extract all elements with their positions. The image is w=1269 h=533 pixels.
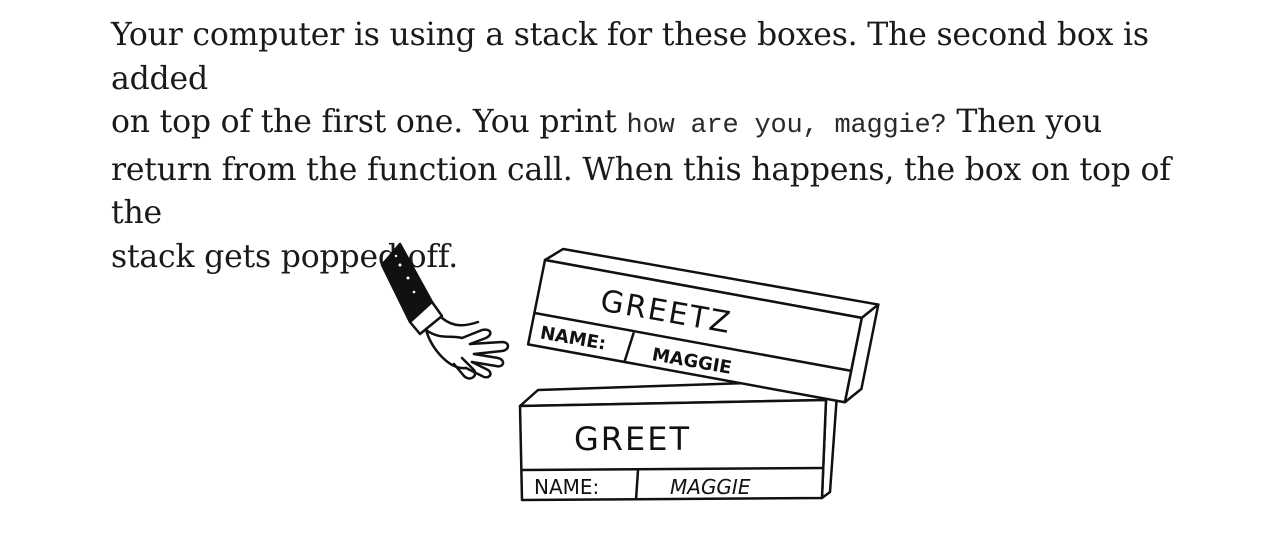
bottom-box-field-label: NAME: bbox=[534, 475, 599, 499]
top-stack-box: GREETZ NAME: MAGGIE bbox=[526, 247, 880, 404]
bottom-box-title: GREET bbox=[574, 420, 691, 458]
paragraph-line-1: Your computer is using a stack for these… bbox=[111, 17, 1149, 97]
hand-icon bbox=[380, 242, 510, 380]
stack-drawing: GREET NAME: MAGGIE GREETZ NAME: MAGGIE bbox=[380, 242, 880, 502]
body-paragraph: Your computer is using a stack for these… bbox=[111, 14, 1201, 280]
paragraph-line-3: return from the function call. When this… bbox=[111, 151, 1171, 232]
paragraph-line-2-post: Then you bbox=[946, 104, 1103, 141]
stack-illustration: GREET NAME: MAGGIE GREETZ NAME: MAGGIE bbox=[370, 230, 910, 515]
inline-code: how are you, maggie? bbox=[626, 111, 947, 142]
paragraph-line-2-pre: on top of the first one. You print bbox=[111, 104, 627, 141]
bottom-box-field-value: MAGGIE bbox=[670, 475, 751, 499]
